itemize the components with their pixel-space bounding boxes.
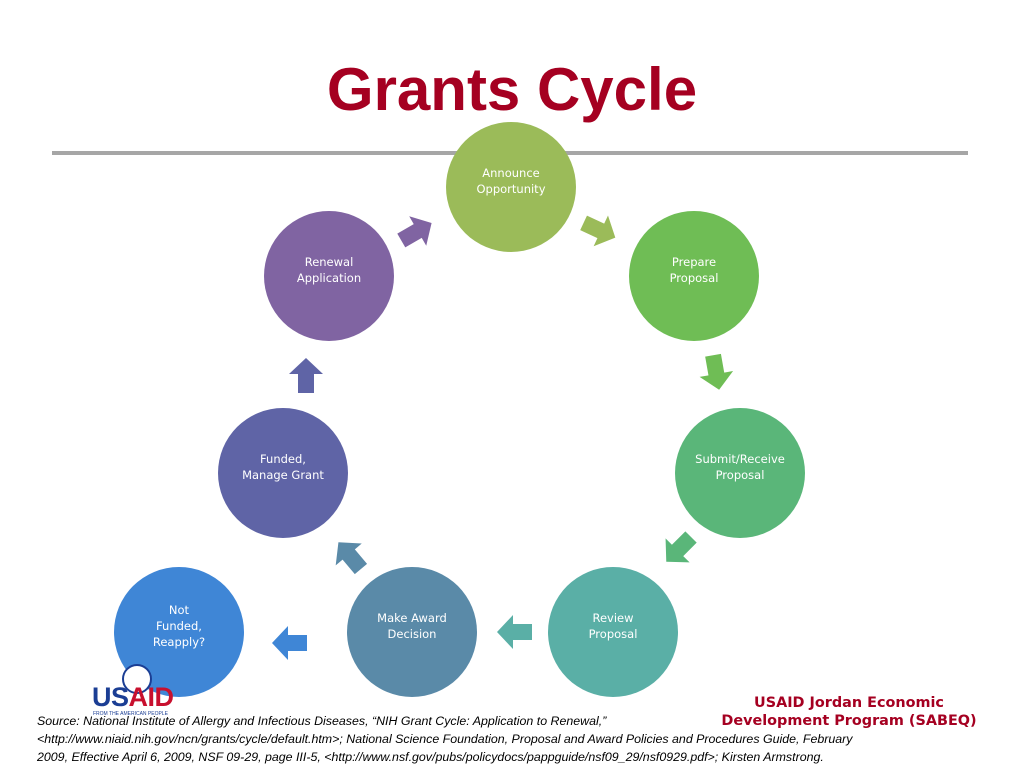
program-name: USAID Jordan Economic Development Progra… (718, 694, 980, 730)
source-line-1: Source: National Institute of Allergy an… (37, 714, 607, 728)
node-label-announce-2: Opportunity (476, 182, 545, 196)
cycle-arrow-8-icon (272, 626, 307, 660)
node-label-prepare-1: Prepare (672, 255, 716, 269)
node-label-review-1: Review (592, 611, 633, 625)
cycle-arrow-6-icon (289, 358, 323, 393)
usaid-tagline: FROM THE AMERICAN PEOPLE (93, 711, 168, 717)
cycle-arrow-1-icon (580, 215, 616, 247)
node-label-submit-1: Submit/Receive (695, 452, 785, 466)
node-label-funded-2: Manage Grant (242, 468, 324, 482)
node-circle-submit (675, 408, 805, 538)
usaid-wordmark: USAID (92, 682, 174, 712)
usaid-logo: USAID FROM THE AMERICAN PEOPLE (92, 664, 190, 717)
node-circle-funded (218, 408, 348, 538)
node-circle-review (548, 567, 678, 697)
node-label-not-funded-2: Funded, (156, 619, 202, 633)
node-label-prepare-2: Proposal (670, 271, 719, 285)
cycle-nodes: AnnounceOpportunityPrepareProposalSubmit… (114, 122, 805, 697)
node-label-award-2: Decision (388, 627, 437, 641)
node-label-renewal-2: Application (297, 271, 361, 285)
slide-title: Grants Cycle (326, 56, 698, 123)
cycle-arrow-2-icon (699, 353, 734, 390)
node-label-renewal-1: Renewal (305, 255, 354, 269)
node-circle-announce (446, 122, 576, 252)
cycle-arrow-3-icon (665, 531, 697, 563)
node-circle-prepare (629, 211, 759, 341)
node-circle-award (347, 567, 477, 697)
source-line-3: 2009, Effective April 6, 2009, NSF 09-29… (37, 750, 824, 764)
cycle-arrow-4-icon (497, 615, 532, 649)
program-line-2: Development Program (SABEQ) (721, 713, 977, 729)
node-label-funded-1: Funded, (260, 452, 306, 466)
node-circle-renewal (264, 211, 394, 341)
cycle-arrows (272, 215, 734, 660)
usaid-seal-icon (122, 664, 152, 694)
source-line-2: <http://www.niaid.nih.gov/ncn/grants/cyc… (37, 732, 853, 746)
source-citation: Source: National Institute of Allergy an… (37, 712, 987, 766)
cycle-arrow-5-icon (335, 542, 368, 575)
node-label-announce-1: Announce (482, 166, 539, 180)
node-circle-not-funded (114, 567, 244, 697)
node-label-submit-2: Proposal (716, 468, 765, 482)
program-line-1: USAID Jordan Economic (754, 695, 944, 711)
node-label-not-funded-1: Not (169, 603, 190, 617)
cycle-arrow-7-icon (397, 216, 432, 248)
node-funded: Funded, Manage Grant (218, 408, 348, 538)
node-label-award-1: Make Award (377, 611, 447, 625)
node-label-not-funded-3: Reapply? (153, 635, 205, 649)
node-label-review-2: Proposal (589, 627, 638, 641)
